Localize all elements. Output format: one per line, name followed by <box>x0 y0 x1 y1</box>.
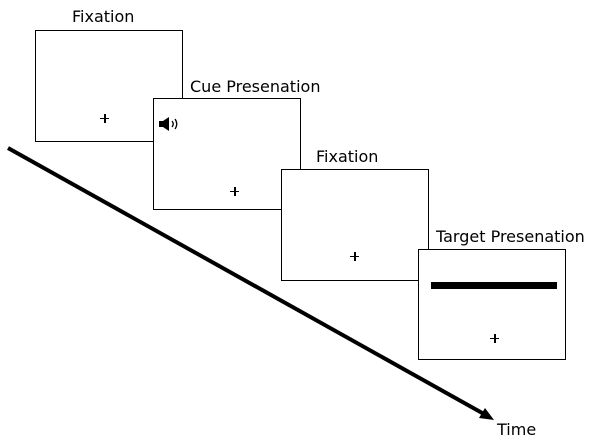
cue-screen <box>153 98 301 210</box>
fixation-cross-icon <box>100 114 109 123</box>
target-bar <box>431 282 557 289</box>
fixation-cross-icon <box>230 187 239 196</box>
stage-label-fixation-1: Fixation <box>72 7 135 26</box>
stage-label-fixation-2: Fixation <box>316 147 379 166</box>
speaker-icon <box>159 117 178 131</box>
target-screen <box>418 249 566 360</box>
stage-label-cue: Cue Presenation <box>190 77 321 96</box>
stage-label-target: Target Presenation <box>436 227 585 246</box>
fixation-screen-2 <box>281 169 429 281</box>
time-axis-label: Time <box>497 420 537 439</box>
fixation-cross-icon <box>490 334 499 343</box>
fixation-cross-icon <box>350 252 359 261</box>
